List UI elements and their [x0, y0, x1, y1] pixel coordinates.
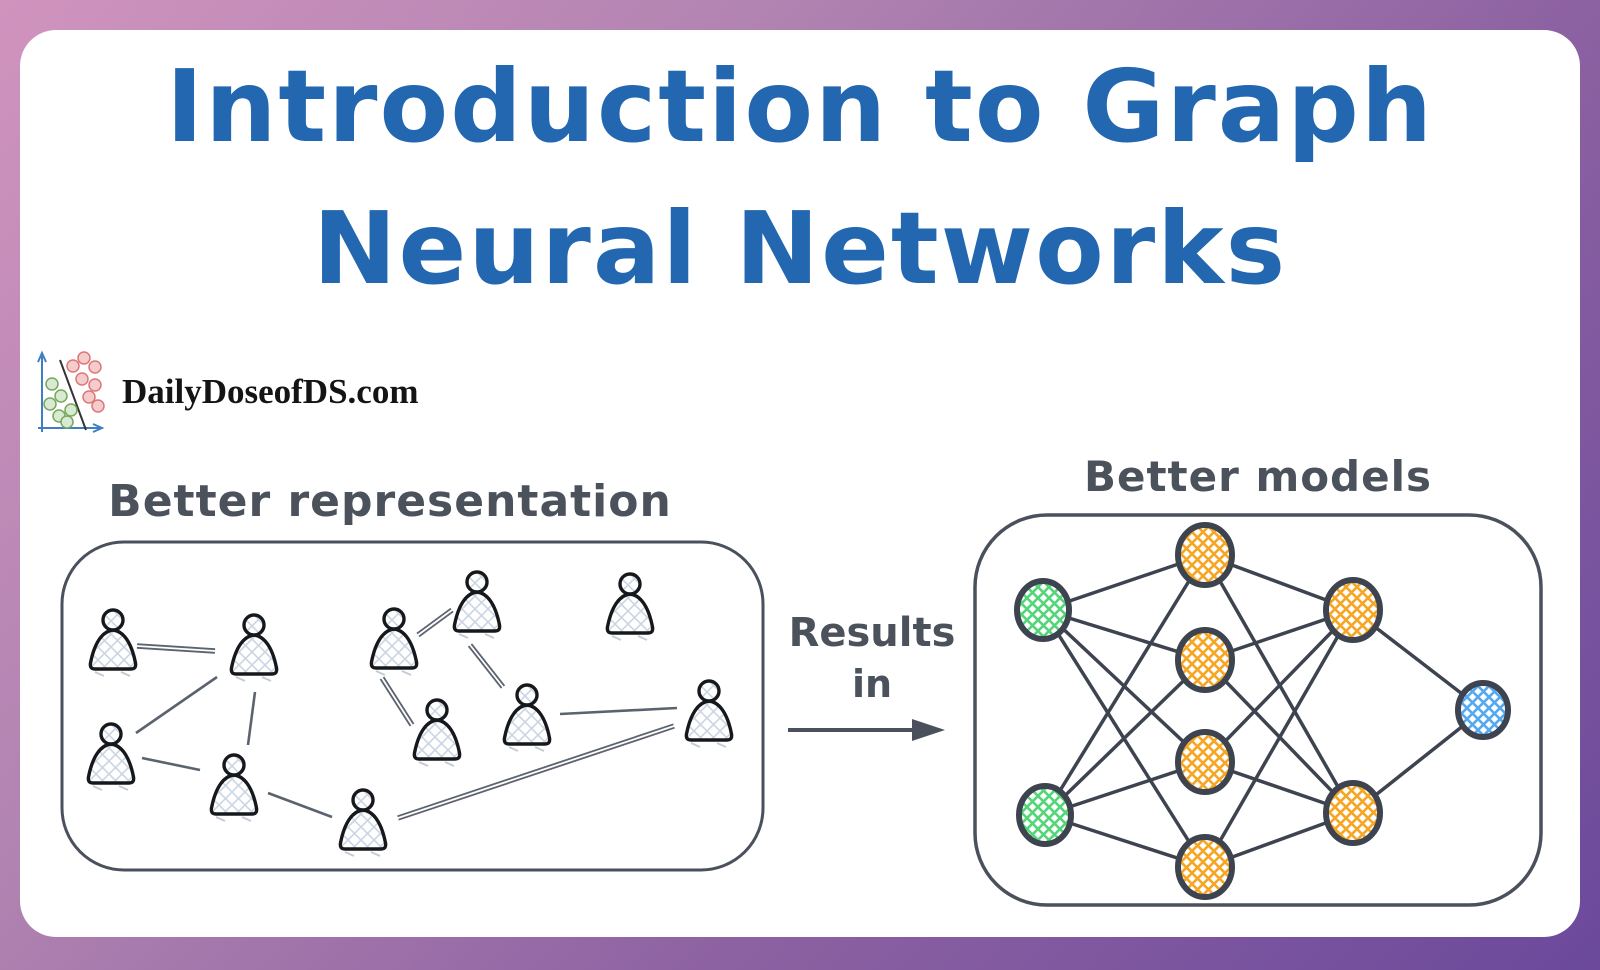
- card: [20, 30, 1580, 937]
- nn-node-b1-blue: [1455, 680, 1511, 740]
- nn-node-g1-green: [1014, 578, 1072, 642]
- in-label: in: [851, 662, 893, 706]
- scatter-plot-logo-icon: [37, 350, 105, 433]
- brand-text: DailyDoseofDS.com: [122, 372, 419, 411]
- nn-node-h1-orange: [1175, 522, 1235, 588]
- page-title: Introduction to Graph Neural Networks: [0, 36, 1600, 320]
- person-node-p9: [502, 683, 552, 753]
- person-node-p7: [605, 572, 655, 642]
- person-node-p5: [369, 607, 419, 677]
- person-node-p10: [684, 679, 734, 749]
- person-node-p6: [452, 570, 502, 640]
- arrow-right-icon: [788, 719, 945, 741]
- nn-node-o2-orange: [1323, 780, 1383, 846]
- nn-node-h2-orange: [1175, 627, 1235, 693]
- nn-node-h3-orange: [1175, 729, 1235, 795]
- title-line-1: Introduction to Graph: [165, 48, 1435, 165]
- results-label: Results: [788, 610, 956, 656]
- title-line-2: Neural Networks: [312, 190, 1288, 307]
- person-node-p11: [338, 788, 388, 858]
- social-graph-diagram: [60, 540, 765, 872]
- person-node-p2: [229, 613, 279, 683]
- nn-node-o1-orange: [1323, 577, 1383, 643]
- person-node-p4: [209, 753, 259, 823]
- person-node-p8: [412, 698, 462, 768]
- brand-logo: DailyDoseofDS.com: [30, 348, 419, 436]
- left-panel-label: Better representation: [108, 476, 672, 527]
- right-panel-label: Better models: [1083, 452, 1433, 501]
- person-node-p3: [86, 722, 136, 792]
- neural-network-diagram: [973, 513, 1543, 907]
- nn-node-g2-green: [1016, 783, 1074, 847]
- nn-node-h4-orange: [1175, 834, 1235, 900]
- person-node-p1: [88, 608, 138, 678]
